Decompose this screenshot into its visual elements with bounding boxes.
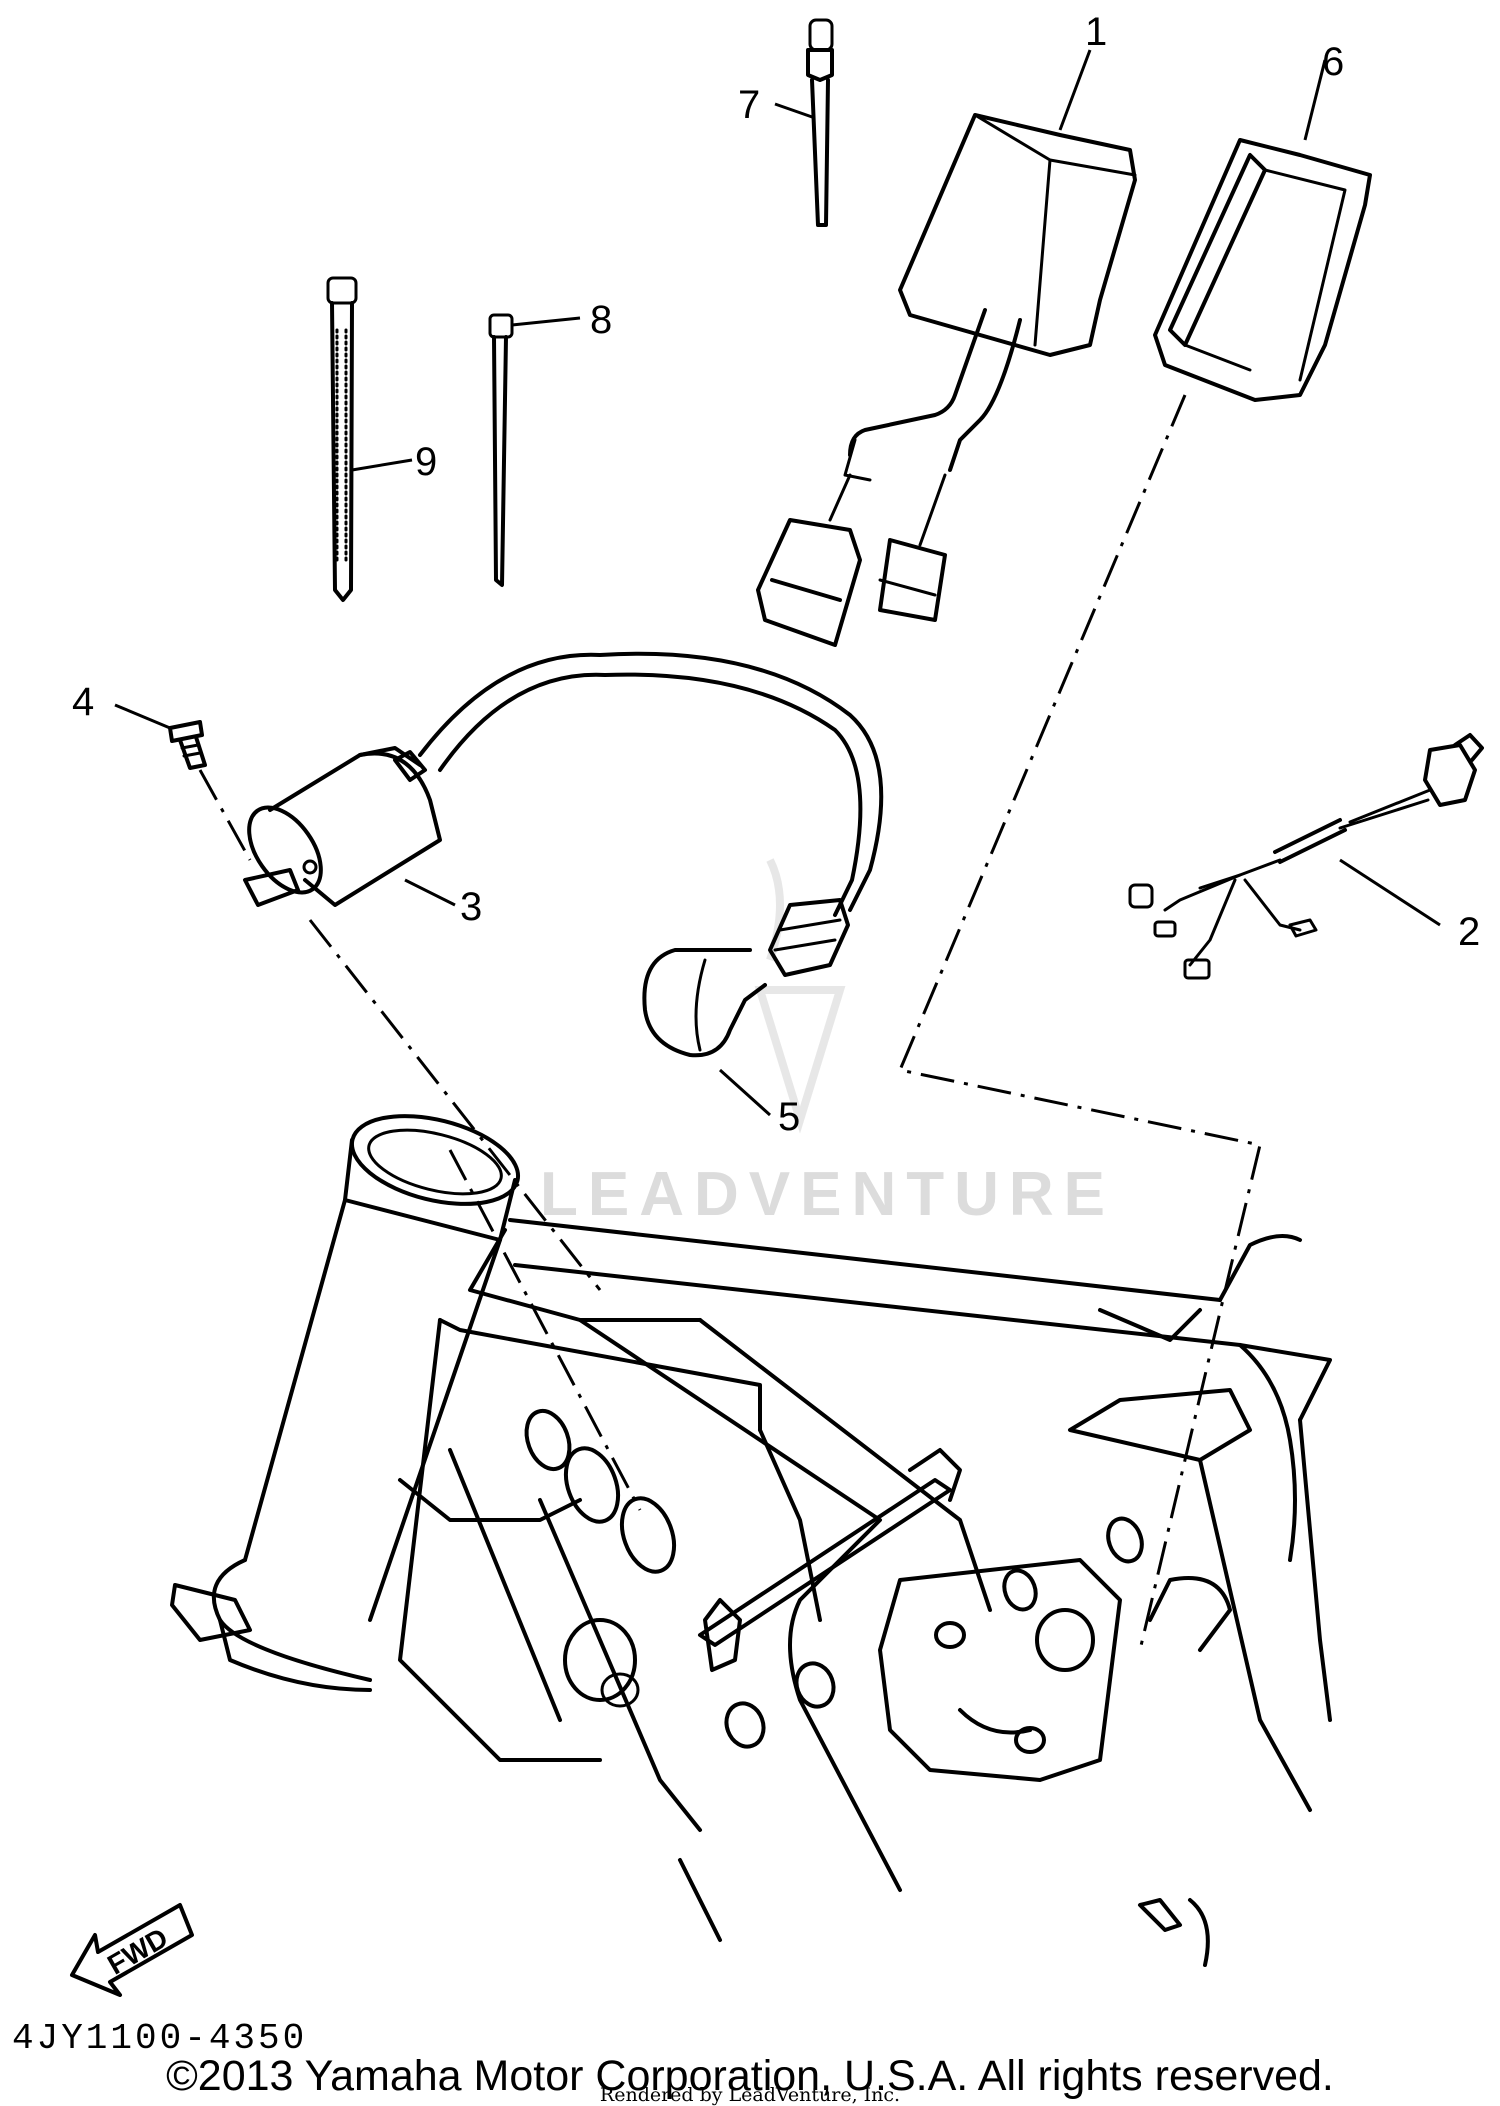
callout-7: 7 xyxy=(738,83,760,127)
installation-guide-lines xyxy=(198,394,1262,1651)
callout-3: 3 xyxy=(460,885,482,929)
callout-1: 1 xyxy=(1085,10,1107,54)
callout-2: 2 xyxy=(1458,910,1480,954)
callout-5: 5 xyxy=(778,1095,800,1139)
copyright-notice: ©2013 Yamaha Motor Corporation, U.S.A. A… xyxy=(166,2052,1334,2100)
callout-leader-lines xyxy=(114,49,1441,1117)
short-cable-tie-part-7 xyxy=(806,18,834,227)
frame-main-tube xyxy=(398,1218,1332,1812)
callout-8: 8 xyxy=(590,298,612,342)
callout-9: 9 xyxy=(415,440,437,484)
callout-6: 6 xyxy=(1322,40,1344,84)
watermark-text: LEADVENTURE xyxy=(540,1160,1115,1229)
callout-4: 4 xyxy=(72,680,94,724)
cdi-unit-part-1 xyxy=(756,113,1137,647)
screw-part-4 xyxy=(168,720,207,770)
frame-head-pipe xyxy=(170,1114,521,1692)
sub-wire-harness-part-2 xyxy=(1128,733,1484,980)
watermark-logo xyxy=(754,858,846,1134)
frame-rod-bracket xyxy=(698,1448,1210,1967)
thin-cable-tie-part-8 xyxy=(488,313,514,587)
long-cable-tie-part-9 xyxy=(326,276,358,602)
spark-plug-cap-part-5 xyxy=(642,898,850,1058)
diagram-part-code: 4JY1100-4350 xyxy=(12,2018,308,2059)
forward-direction-arrow: FWD xyxy=(70,1903,194,1997)
frame-down-tube xyxy=(398,1318,992,1942)
engine-mount-bracket xyxy=(878,1558,1232,1782)
ignition-coil-part-3 xyxy=(243,651,884,917)
callout-numbers: 1 2 3 4 5 6 7 8 9 xyxy=(72,10,1480,1139)
rubber-cover-part-6 xyxy=(1153,138,1372,402)
frame-holes-and-bosses xyxy=(524,1408,1144,1749)
rendered-by-credit: Rendered by LeadVenture, Inc. xyxy=(599,2084,901,2106)
